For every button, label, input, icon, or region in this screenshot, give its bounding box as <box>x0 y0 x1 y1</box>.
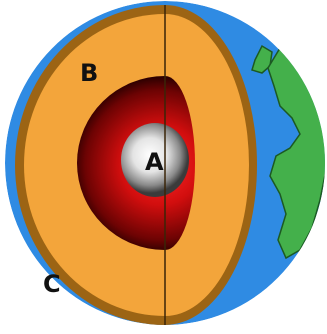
label-a: A <box>145 148 164 176</box>
landmass-south <box>294 256 318 286</box>
label-b: B <box>80 59 98 87</box>
label-c: C <box>43 270 61 298</box>
